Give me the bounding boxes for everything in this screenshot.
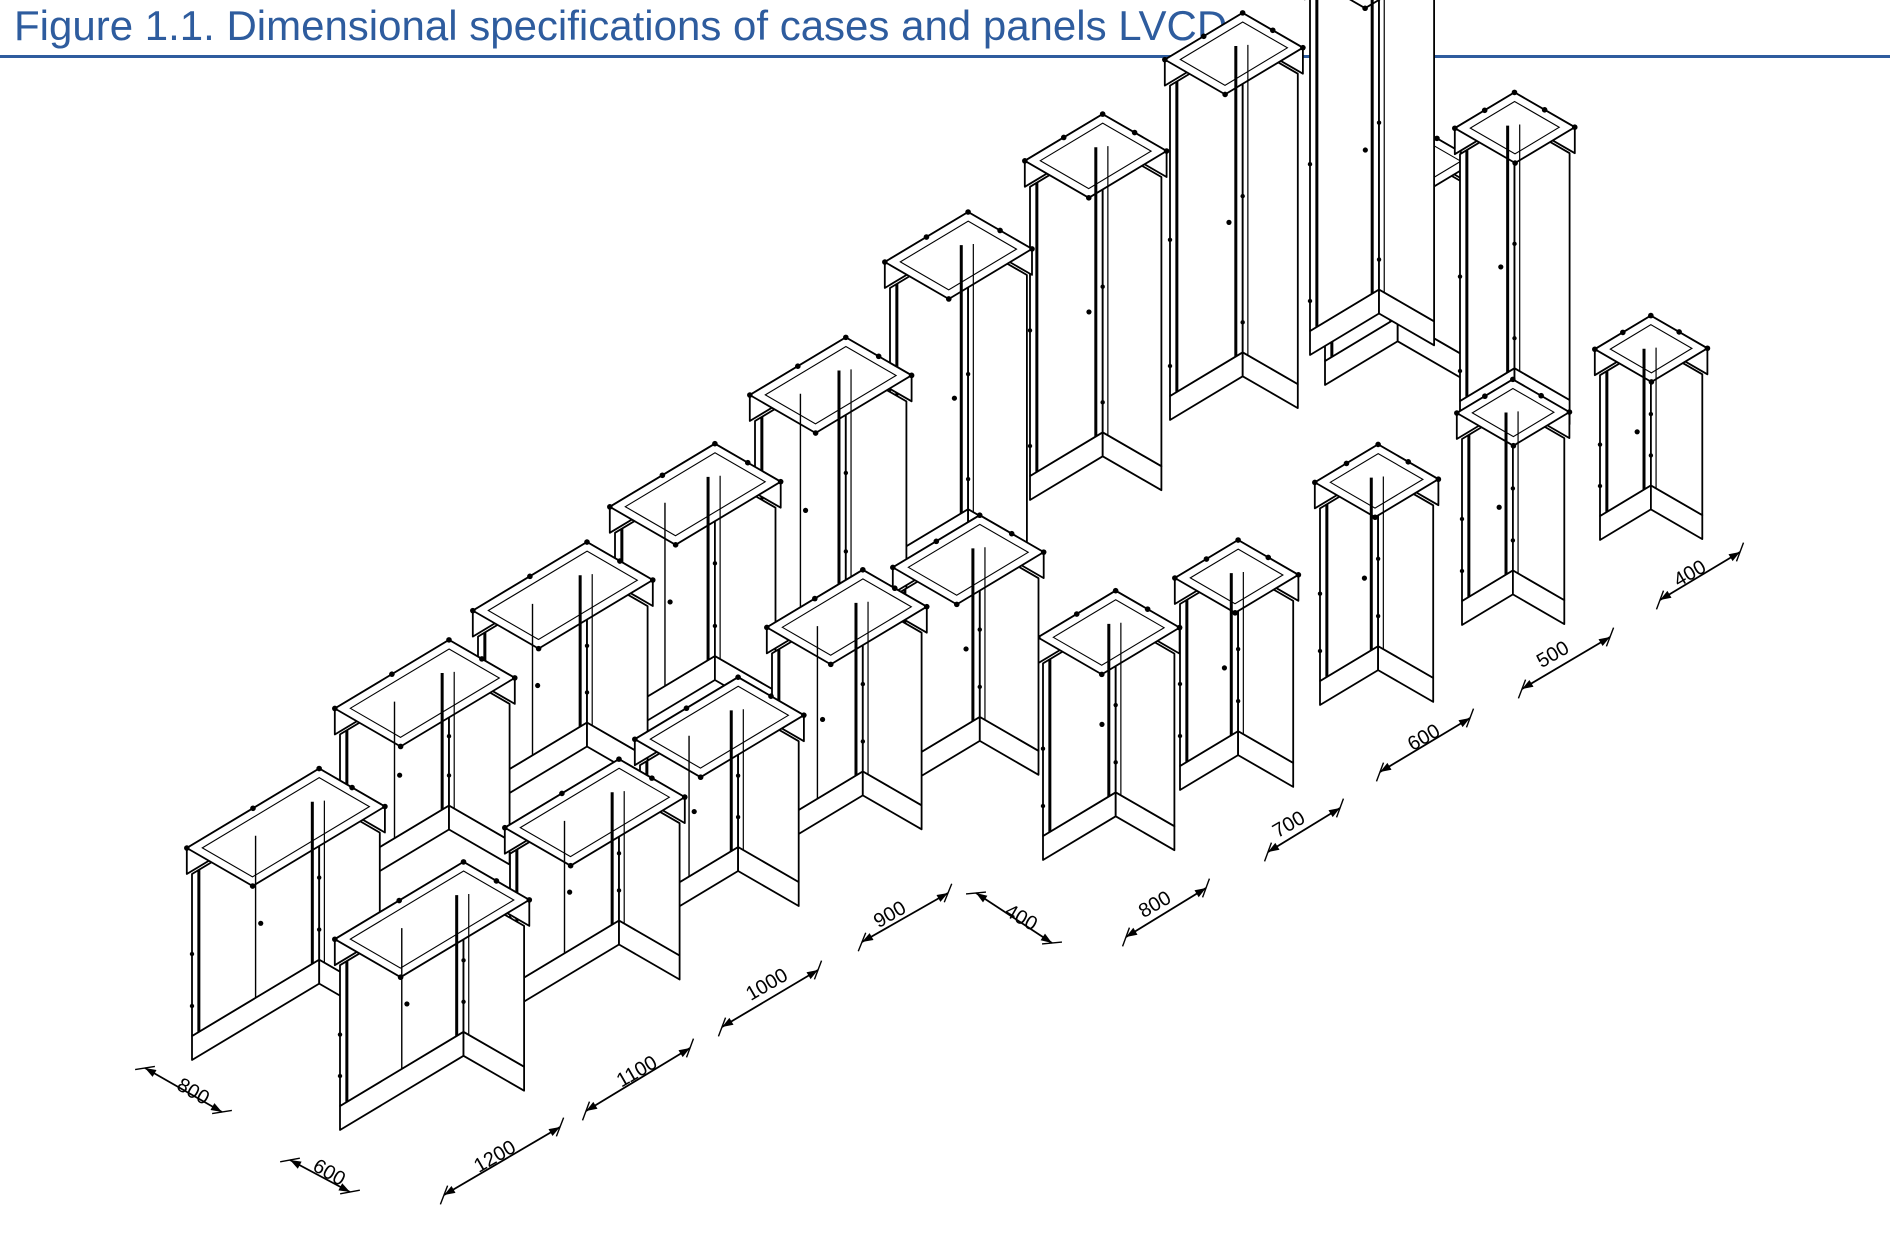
width-600-b-dimension: 600 [1375,708,1475,782]
width-700-dimension: 700 [1263,798,1345,862]
width-900-dimension: 900 [857,883,953,952]
cabinet-800-short [1035,587,1183,861]
cabinet-700-tall [1162,10,1306,421]
cabinet-1200-mid [470,539,656,813]
depth-400-label: 400 [1001,900,1041,936]
width-1100-label: 1100 [613,1052,661,1093]
width-800-b-dimension: 800 [1121,878,1211,947]
cabinet-1000-short [764,566,930,851]
depth-400-dimension: 400 [965,891,1063,945]
cabinet-900-short [890,512,1047,791]
width-700-label: 700 [1269,807,1309,843]
cabinet-600-short [1592,312,1711,541]
width-900-label: 900 [870,897,910,933]
width-1200-dimension: 1200 [439,1117,565,1205]
width-1200-label: 1200 [470,1136,520,1177]
width-400-label: 400 [1670,556,1710,592]
cabinet-700-short [1172,537,1302,791]
width-1100-dimension: 1100 [581,1038,695,1121]
cabinet-500-short [1454,376,1573,626]
width-600-dimension: 600 [280,1155,360,1195]
figure-title: Figure 1.1. Dimensional specifications o… [14,2,1228,49]
cabinet-600-short-b [1312,441,1442,706]
cabinet-600-tall [1304,0,1435,356]
cabinet-500-tall [1452,89,1578,426]
cabinet-1200-front-b [332,859,533,1131]
width-1000-dimension: 1000 [717,960,823,1037]
width-800-b-label: 800 [1135,887,1175,923]
width-500-dimension: 500 [1517,627,1615,699]
width-500-label: 500 [1533,637,1573,673]
cabinet-1200-short [502,756,688,1011]
cabinet-800-tall [1022,111,1170,501]
width-400-dimension: 400 [1655,542,1745,610]
cabinet-900-tall [882,209,1035,581]
width-800-dimension: 800 [135,1065,232,1115]
cabinet-1300-mid [332,637,518,896]
width-600-b-label: 600 [1404,720,1444,756]
title-rule [0,55,1890,58]
